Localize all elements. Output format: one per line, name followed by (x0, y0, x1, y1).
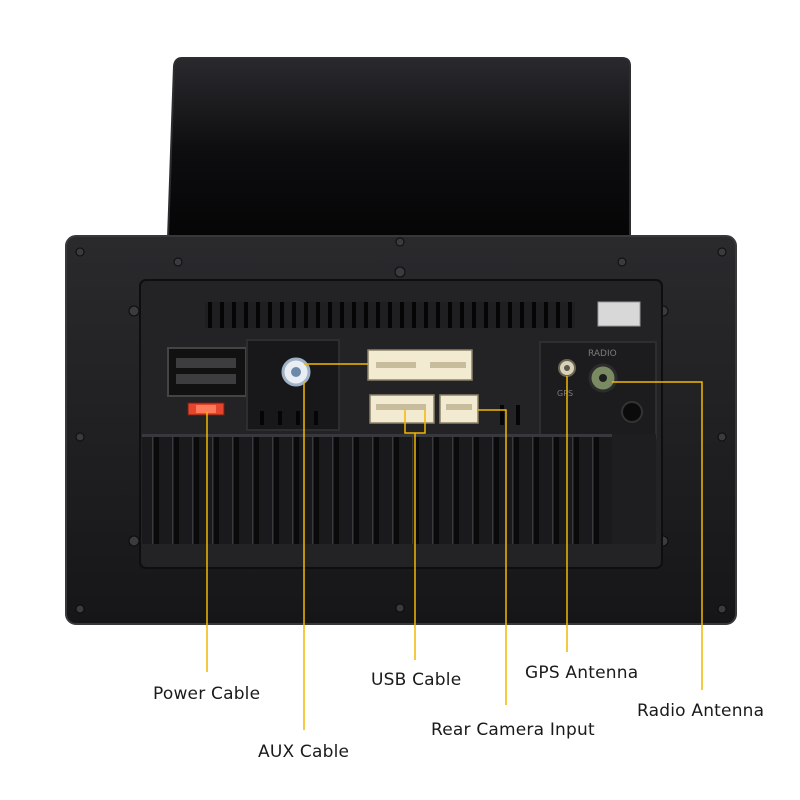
power-connector (167, 347, 247, 397)
aux-cable-label: AUX Cable (258, 742, 350, 762)
rear-camera-input-label: Rear Camera Input (431, 720, 595, 740)
power-cable-label: Power Cable (153, 684, 261, 704)
sticker (597, 301, 641, 327)
top-vents (205, 302, 575, 328)
power-connector-pins (176, 358, 236, 384)
usb-callout-bracket (404, 410, 426, 434)
radio-antenna-label: Radio Antenna (637, 701, 765, 721)
gps-antenna-label: GPS Antenna (525, 663, 639, 683)
spare-port (621, 401, 643, 423)
gps-panel-text: GPS (557, 389, 573, 398)
connector-pins (376, 362, 472, 410)
rear-camera-callout-line (478, 409, 507, 705)
callout-lines (206, 363, 703, 730)
radio-panel-text: RADIO (588, 349, 617, 359)
usb-cable-label: USB Cable (371, 670, 462, 690)
heatsink-right (612, 434, 656, 544)
mid-vents (260, 405, 520, 425)
heatsink (142, 434, 612, 544)
radio-callout-line (612, 381, 703, 690)
display-screen (166, 57, 631, 239)
